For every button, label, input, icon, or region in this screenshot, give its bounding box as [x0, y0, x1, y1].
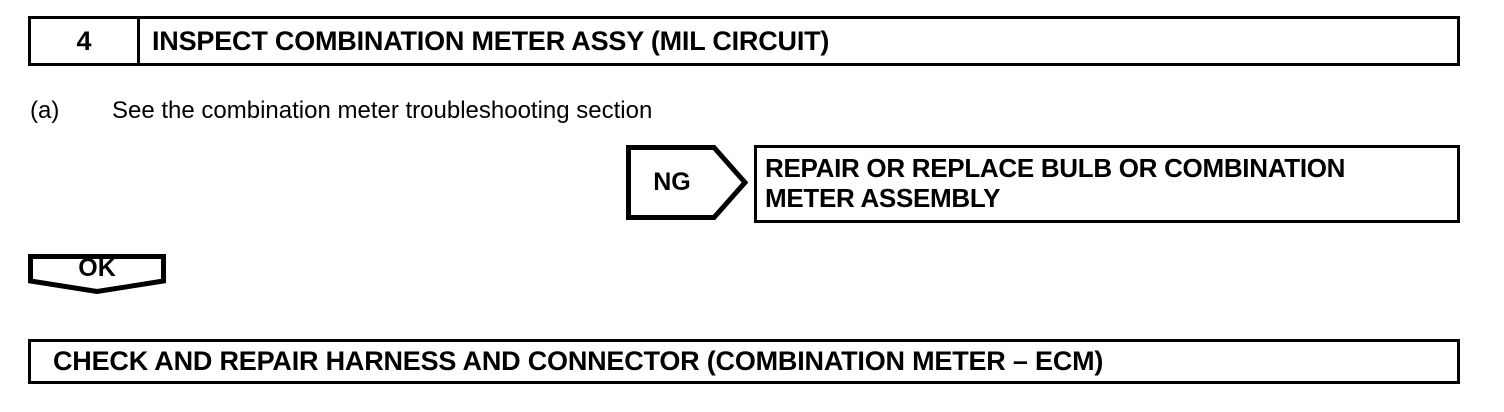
procedure-label: (a) — [30, 97, 60, 124]
step-title-cell: INSPECT COMBINATION METER ASSY (MIL CIRC… — [152, 25, 830, 56]
ng-result-line-1: REPAIR OR REPLACE BULB OR COMBINATION — [765, 153, 1346, 183]
procedure-line: (a) See the combination meter troublesho… — [30, 97, 652, 125]
ng-result-line-2: METER ASSEMBLY — [765, 183, 1001, 214]
ng-branch-tag: NG — [626, 145, 748, 220]
step-header-box: 4 INSPECT COMBINATION METER ASSY (MIL CI… — [28, 16, 1460, 66]
ng-pentagon-icon — [626, 145, 748, 220]
procedure-text: See the combination meter troubleshootin… — [112, 97, 653, 124]
ng-tag-label: NG — [653, 168, 691, 196]
ok-tag-label: OK — [78, 254, 116, 282]
ok-pentagon-icon — [28, 254, 166, 294]
ng-result-box: REPAIR OR REPLACE BULB OR COMBINATION ME… — [754, 145, 1460, 223]
ok-branch-tag: OK — [28, 254, 166, 294]
final-action-box: CHECK AND REPAIR HARNESS AND CONNECTOR (… — [28, 339, 1460, 384]
step-number-cell: 4 — [31, 19, 140, 63]
